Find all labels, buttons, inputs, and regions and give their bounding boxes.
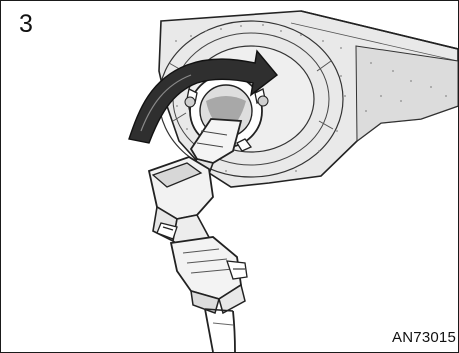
step-number: 3 bbox=[19, 10, 33, 39]
wire-harness bbox=[205, 309, 235, 352]
figure-code: AN73015 bbox=[392, 329, 456, 346]
